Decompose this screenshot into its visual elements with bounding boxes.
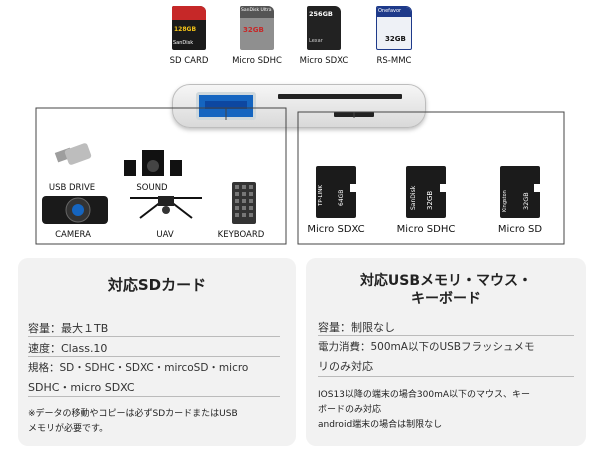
- microcard-sd-brand: Kingston: [502, 190, 508, 212]
- card-sd: SanDisk 128GB: [172, 6, 206, 50]
- microcard-sdhc-capacity: 32GB: [426, 190, 434, 210]
- sd-note: メモリが必要です。: [28, 424, 109, 434]
- usb-spec-row: リのみ対応: [318, 360, 373, 373]
- microcard-sd: Kingston 32GB: [500, 166, 540, 218]
- usb-drive-icon: [52, 136, 92, 176]
- card-rs-mmc-brand: Onefavor: [378, 8, 402, 14]
- usb-spec-divider: [318, 376, 574, 377]
- sd-slot: [278, 94, 402, 99]
- device-keyboard-label: KEYBOARD: [217, 230, 265, 240]
- card-micro-sdxc: 256GB Lexar: [307, 6, 341, 50]
- microcard-sd-capacity: 32GB: [522, 192, 530, 210]
- card-rs-mmc-capacity: 32GB: [385, 35, 406, 43]
- drone-icon: [126, 192, 206, 226]
- card-micro-sdhc-label: Micro SDHC: [232, 56, 282, 66]
- card-sd-brand: SanDisk: [173, 40, 194, 46]
- usb-panel-title: キーボード: [411, 291, 481, 307]
- card-rs-mmc: Onefavor 32GB: [376, 6, 412, 50]
- sd-note: ※データの移動やコピーは必ずSDカードまたはUSB: [28, 409, 238, 419]
- microcard-sdhc: SanDisk 32GB: [406, 166, 446, 218]
- card-rs-mmc-label: RS-MMC: [376, 56, 412, 66]
- microcard-sdxc-brand: TP-LINK: [318, 185, 324, 206]
- sd-spec-divider: [28, 396, 280, 397]
- usb-spec-divider: [318, 335, 574, 336]
- camera-icon: [42, 194, 108, 226]
- device-uav-label: UAV: [156, 230, 174, 240]
- card-micro-sdhc-capacity: 32GB: [243, 26, 264, 34]
- card-sd-capacity: 128GB: [174, 26, 197, 33]
- microcard-sdhc-label: Micro SDHC: [396, 224, 456, 235]
- microcard-sd-label: Micro SD: [497, 224, 543, 235]
- sd-spec-panel: [18, 258, 296, 446]
- sd-spec-divider: [28, 336, 280, 337]
- microcard-sdxc: TP-LINK 64GB: [316, 166, 356, 218]
- microcard-sdxc-capacity: 64GB: [338, 189, 345, 206]
- usb-note: ボードのみ対応: [318, 405, 382, 415]
- card-sd-label: SD CARD: [169, 56, 209, 66]
- connector-lines: [35, 107, 565, 245]
- sd-spec-divider: [28, 356, 280, 357]
- keyboard-icon: [232, 182, 256, 224]
- sd-spec-row: 容量：最大１TB: [28, 322, 109, 335]
- microcard-sdxc-label: Micro SDXC: [307, 224, 365, 235]
- device-sound-label: SOUND: [136, 183, 168, 193]
- usb-note: android端末の場合は制限なし: [318, 420, 443, 430]
- usb-spec-panel: [306, 258, 586, 446]
- card-micro-sdhc: SanDisk Ultra 32GB: [240, 6, 274, 50]
- usb-panel-title: 対応USBメモリ・マウス・: [359, 273, 533, 289]
- usb-spec-row: 電力消費：500mA以下のUSBフラッシュメモ: [318, 341, 535, 353]
- sd-spec-row: 規格：SD・SDHC・SDXC・mircoSD・micro: [28, 362, 249, 374]
- sd-panel-title: 対応SDカード: [107, 276, 207, 294]
- card-micro-sdxc-capacity: 256GB: [309, 10, 333, 18]
- card-micro-sdhc-brand: SanDisk Ultra: [241, 8, 272, 13]
- card-micro-sdxc-label: Micro SDXC: [299, 56, 349, 66]
- card-micro-sdxc-brand: Lexar: [309, 38, 323, 44]
- usb-spec-row: 容量：制限なし: [318, 321, 395, 334]
- device-usb-drive-label: USB DRIVE: [48, 183, 96, 193]
- sd-spec-row: 速度：Class.10: [28, 342, 108, 355]
- microcard-sdhc-brand: SanDisk: [410, 185, 417, 210]
- usb-note: IOS13以降の端末の場合300mA以下のマウス、キー: [318, 390, 531, 400]
- device-camera-label: CAMERA: [55, 230, 91, 240]
- sd-spec-row: SDHC・micro SDXC: [28, 381, 135, 394]
- speaker-icon: [124, 146, 184, 178]
